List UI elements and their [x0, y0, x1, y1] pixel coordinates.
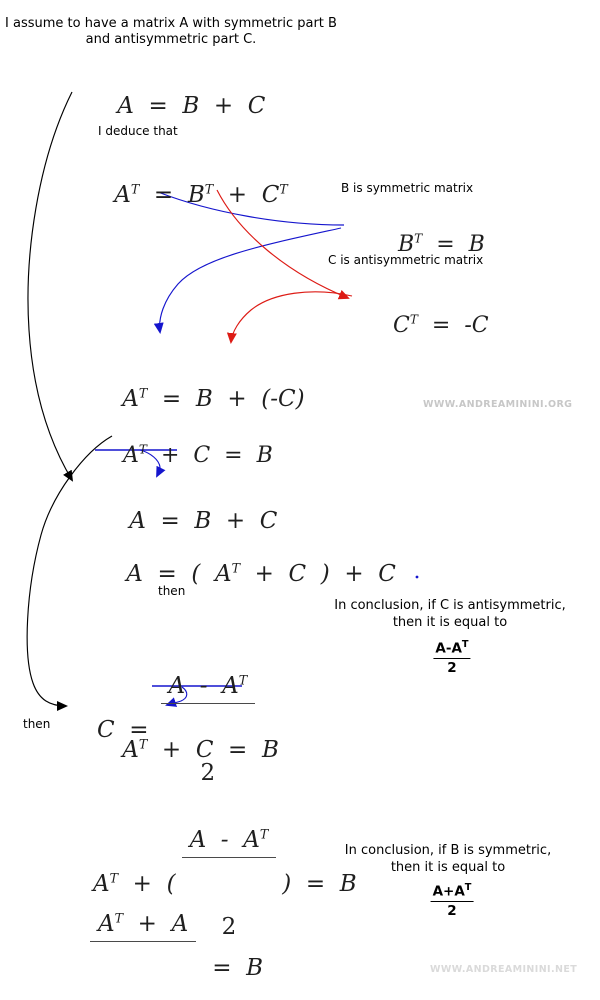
blue-curve-b-identity-to-eq3: [153, 227, 342, 334]
intro-text: I assume to have a matrix A with symmetr…: [1, 16, 341, 47]
blue-dot-mark: [415, 575, 419, 579]
black-curve-top-a-to-derived-a: [27, 91, 74, 482]
then-label-middle: then: [158, 584, 186, 598]
equation-a-equals-b-plus-c-derived: A = B + C: [129, 508, 278, 535]
equation-transpose-sum: AT = BT + CT: [114, 181, 288, 209]
fraction: A - AT 2: [181, 774, 277, 994]
intro-line-1: I assume to have a matrix A with symmetr…: [5, 16, 337, 31]
equation-text: A = B + C: [117, 93, 266, 120]
fraction: A - AT 2: [160, 620, 256, 840]
equation-c-formula: C = A - AT 2: [97, 620, 256, 840]
watermark-net: WWW.ANDREAMININI.NET: [430, 964, 578, 975]
conclusion-b-text: In conclusion, if B is symmetric, then i…: [344, 843, 552, 875]
fraction-c-result: A-AT 2: [433, 639, 471, 676]
equation-substitute-c: AT + ( A - AT 2 ) = B: [93, 774, 357, 994]
equation-b-formula: AT + A 2 = B: [90, 858, 263, 1000]
fraction-b-result: A+AT 2: [430, 882, 474, 919]
red-curve-c-identity-to-eq3: [226, 291, 353, 344]
equation-a-equals-b-plus-c: A = B + C: [88, 67, 265, 146]
then-label-left: then: [23, 717, 51, 731]
intro-line-2: and antisymmetric part C.: [85, 31, 257, 47]
fraction: AT + A 2: [90, 858, 197, 1000]
deduce-label: I deduce that: [98, 124, 178, 138]
equation-c-antisymmetric: CT = -C: [392, 312, 489, 339]
equation-substituted: A = ( AT + C ) + C: [126, 560, 396, 588]
equation-at-b-minus-c: AT = B + (-C): [122, 385, 305, 413]
equation-atc-equals-b: AT + C = B: [122, 442, 273, 469]
equation-atc-equals-b-repeated: AT + C = B: [122, 736, 279, 764]
equation-b-symmetric: BT = B: [397, 231, 485, 258]
watermark-org: WWW.ANDREAMININI.ORG: [423, 399, 573, 410]
b-symmetric-note: B is symmetric matrix: [341, 181, 474, 195]
c-antisymmetric-note: C is antisymmetric matrix: [328, 253, 484, 267]
conclusion-c-text: In conclusion, if C is antisymmetric, th…: [334, 598, 566, 630]
